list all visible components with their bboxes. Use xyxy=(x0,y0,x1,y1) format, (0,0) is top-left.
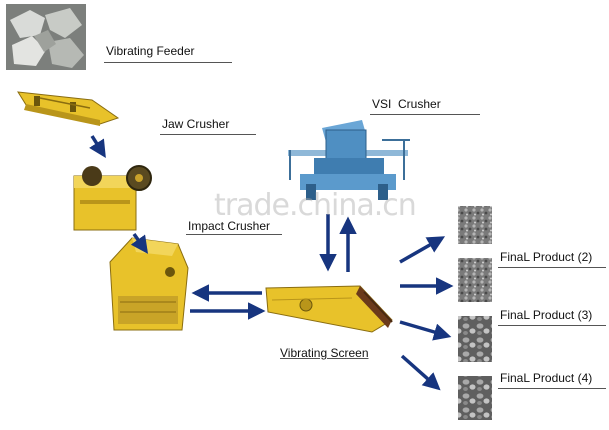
label-line-product-3 xyxy=(498,325,606,326)
label-line-product-2 xyxy=(498,267,606,268)
watermark: trade.china.cn xyxy=(214,188,417,223)
label-line-jaw xyxy=(160,134,256,135)
label-final-product-2: FinaL Product (2) xyxy=(500,250,593,264)
arrow-to-product-4 xyxy=(400,354,441,391)
label-vsi-crusher: VSI Crusher xyxy=(372,97,441,111)
label-vibrating-feeder: Vibrating Feeder xyxy=(106,44,195,58)
label-line-product-4 xyxy=(498,388,606,389)
flow-arrows xyxy=(89,135,454,391)
arrow-to-product-1 xyxy=(399,236,446,264)
raw-stone-image xyxy=(6,4,86,70)
arrow-feeder-to-jaw xyxy=(89,135,106,158)
label-line-vsi xyxy=(370,114,480,115)
label-line-feeder xyxy=(104,62,232,63)
impact-crusher-machine xyxy=(109,237,189,331)
arrow-to-product-3 xyxy=(399,320,452,341)
label-jaw-crusher: Jaw Crusher xyxy=(162,117,230,131)
arrow-jaw-to-impact xyxy=(130,232,149,254)
vibrating-feeder-machine xyxy=(17,91,120,126)
label-final-product-4: FinaL Product (4) xyxy=(500,371,593,385)
jaw-crusher-machine xyxy=(73,165,152,231)
product-image-3 xyxy=(458,316,492,362)
product-image-4 xyxy=(458,376,492,420)
label-impact-crusher: Impact Crusher xyxy=(188,219,271,233)
vibrating-screen-machine xyxy=(265,285,393,333)
label-vibrating-screen: Vibrating Screen xyxy=(280,346,369,360)
product-image-2 xyxy=(458,258,492,302)
vsi-crusher-machine xyxy=(288,120,410,200)
product-image-1 xyxy=(458,206,492,244)
label-line-impact xyxy=(186,234,282,235)
label-final-product-3: FinaL Product (3) xyxy=(500,308,593,322)
